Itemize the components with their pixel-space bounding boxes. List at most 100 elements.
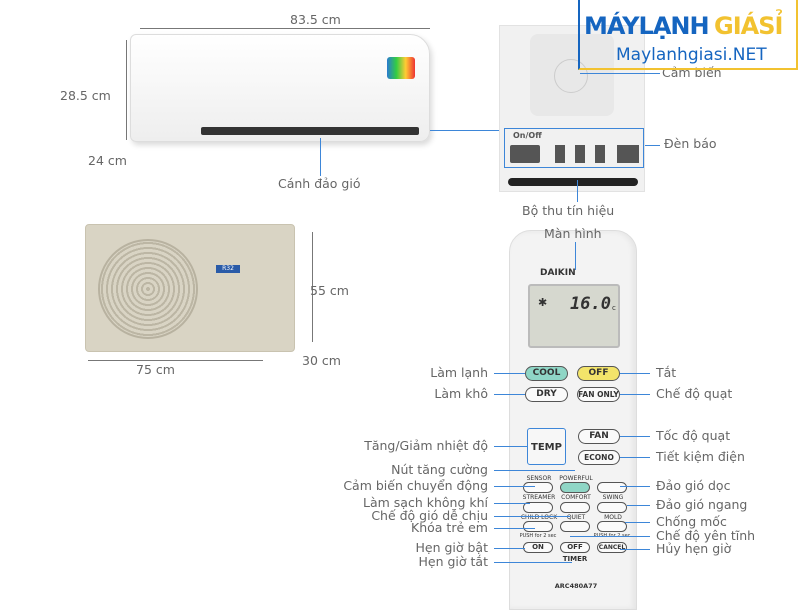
lcd-temperature: 16.0 <box>570 294 611 314</box>
callout-left-9: Hẹn giờ tắt <box>418 554 488 569</box>
leader-line <box>627 505 650 506</box>
streamer-caption: STREAMER <box>522 494 556 501</box>
leader-line <box>494 486 535 487</box>
streamer-light <box>595 145 605 163</box>
callout-left-6: Chế độ gió dễ chịu <box>371 508 488 523</box>
vertical-swing-button[interactable] <box>597 482 627 493</box>
outdoor-depth: 30 cm <box>302 353 341 368</box>
leader-line <box>620 549 650 550</box>
cancel-button[interactable]: CANCEL <box>597 542 627 553</box>
leader-line <box>570 536 650 537</box>
swing-button[interactable] <box>597 502 627 513</box>
cool-button[interactable]: COOL <box>525 366 568 381</box>
timer-light <box>555 145 565 163</box>
logo: MÁYLẠNH GIÁSỈ Maylanhgiasi.NET <box>578 0 800 72</box>
child-lock-button[interactable] <box>523 521 553 532</box>
callout-right-3: Tiết kiệm điện <box>656 449 745 464</box>
leader-line <box>620 394 650 395</box>
remote-lcd: 16.0 c ✱ <box>528 284 620 348</box>
mold-button[interactable] <box>597 521 627 532</box>
outdoor-unit: R32 <box>85 224 295 352</box>
callout-left-1: Làm khô <box>434 386 488 401</box>
callout-left-8: Hẹn giờ bật <box>415 540 488 555</box>
leader-line <box>620 436 650 437</box>
leader-line <box>494 470 575 471</box>
logo-text-yellow: GIÁSỈ <box>714 12 783 40</box>
callout-left-7: Khóa trẻ em <box>411 520 488 535</box>
leader-line <box>620 486 650 487</box>
lcd-temp-unit: c <box>612 304 616 312</box>
remote-model: ARC480A77 <box>554 582 598 590</box>
comfort-caption: COMFORT <box>561 494 591 501</box>
leader-line <box>625 522 650 523</box>
callout-left-4: Cảm biến chuyển động <box>343 478 488 493</box>
callout-right-2: Tốc độ quạt <box>656 428 731 443</box>
outdoor-label: R32 <box>216 265 240 273</box>
leader-line <box>494 548 525 549</box>
indicator-box: On/Off <box>504 128 644 168</box>
callout-right-7: Chế độ yên tĩnh <box>656 528 756 543</box>
callout-right-8: Hủy hẹn giờ <box>656 541 732 556</box>
timer-caption: TIMER <box>562 555 588 563</box>
comfort-button[interactable] <box>560 502 590 513</box>
energy-label <box>387 57 415 79</box>
econo-light <box>575 145 585 163</box>
width-dimension-line <box>88 360 263 361</box>
leader-line <box>494 446 527 447</box>
indoor-display-panel: On/Off <box>499 25 645 192</box>
off-button[interactable]: OFF <box>577 366 620 381</box>
sensor-button[interactable] <box>523 482 553 493</box>
on-off-label: On/Off <box>513 131 542 140</box>
callout-left-0: Làm lạnh <box>430 365 488 380</box>
leader-line <box>494 528 535 529</box>
logo-text-blue: MÁYLẠNH <box>584 12 710 40</box>
dry-button[interactable]: DRY <box>525 387 568 402</box>
leader-line <box>577 180 578 202</box>
econo-button[interactable]: ECONO <box>578 450 620 465</box>
outdoor-width: 75 cm <box>136 362 175 377</box>
leader-line <box>620 457 650 458</box>
timer-on-button[interactable]: ON <box>523 542 553 553</box>
leader-line <box>430 130 500 131</box>
leader-line <box>575 242 576 270</box>
wifi-light <box>617 145 639 163</box>
indoor-height: 28.5 cm <box>60 88 111 103</box>
air-flap <box>201 127 419 135</box>
leader-line <box>494 562 572 563</box>
powerful-caption: POWERFUL <box>559 475 593 482</box>
swing-caption: SWING <box>602 494 624 501</box>
quiet-caption: QUIET <box>566 514 586 521</box>
sensor-caption: SENSOR <box>526 475 552 482</box>
on-off-light <box>510 145 540 163</box>
remote-brand: DAIKIN <box>540 268 576 278</box>
fan-button[interactable]: FAN <box>578 429 620 444</box>
screen-label: Màn hình <box>544 226 602 241</box>
fan-grille <box>98 239 198 339</box>
signal-receiver <box>508 178 638 186</box>
callout-left-2: Tăng/Giảm nhiệt độ <box>364 438 488 453</box>
powerful-button[interactable] <box>560 482 590 493</box>
outdoor-height: 55 cm <box>310 283 349 298</box>
leader-line <box>494 394 525 395</box>
callout-right-0: Tắt <box>656 365 677 380</box>
indoor-width: 83.5 cm <box>290 12 341 27</box>
fan-only-button[interactable]: FAN ONLY <box>577 387 620 402</box>
quiet-button[interactable] <box>560 521 590 532</box>
temp-button[interactable]: TEMP <box>527 428 566 465</box>
callout-right-4: Đảo gió dọc <box>656 478 731 493</box>
streamer-button[interactable] <box>523 502 553 513</box>
leader-line <box>320 138 321 176</box>
width-dimension-line <box>140 28 430 29</box>
leader-line <box>494 503 530 504</box>
timer-off-button[interactable]: OFF <box>560 542 590 553</box>
child-lock-caption: CHILD LOCK <box>520 514 558 521</box>
callout-left-5: Làm sạch không khí <box>363 495 488 510</box>
indoor-unit <box>130 34 430 142</box>
callout-right-5: Đảo gió ngang <box>656 497 748 512</box>
indoor-depth: 24 cm <box>88 153 127 168</box>
callout-right-6: Chống mốc <box>656 514 727 529</box>
leader-line <box>645 145 660 146</box>
receiver-label: Bộ thu tín hiệu <box>522 203 615 218</box>
indicator-label: Đèn báo <box>664 136 717 151</box>
push-caption: PUSH for 2 sec <box>519 533 557 539</box>
